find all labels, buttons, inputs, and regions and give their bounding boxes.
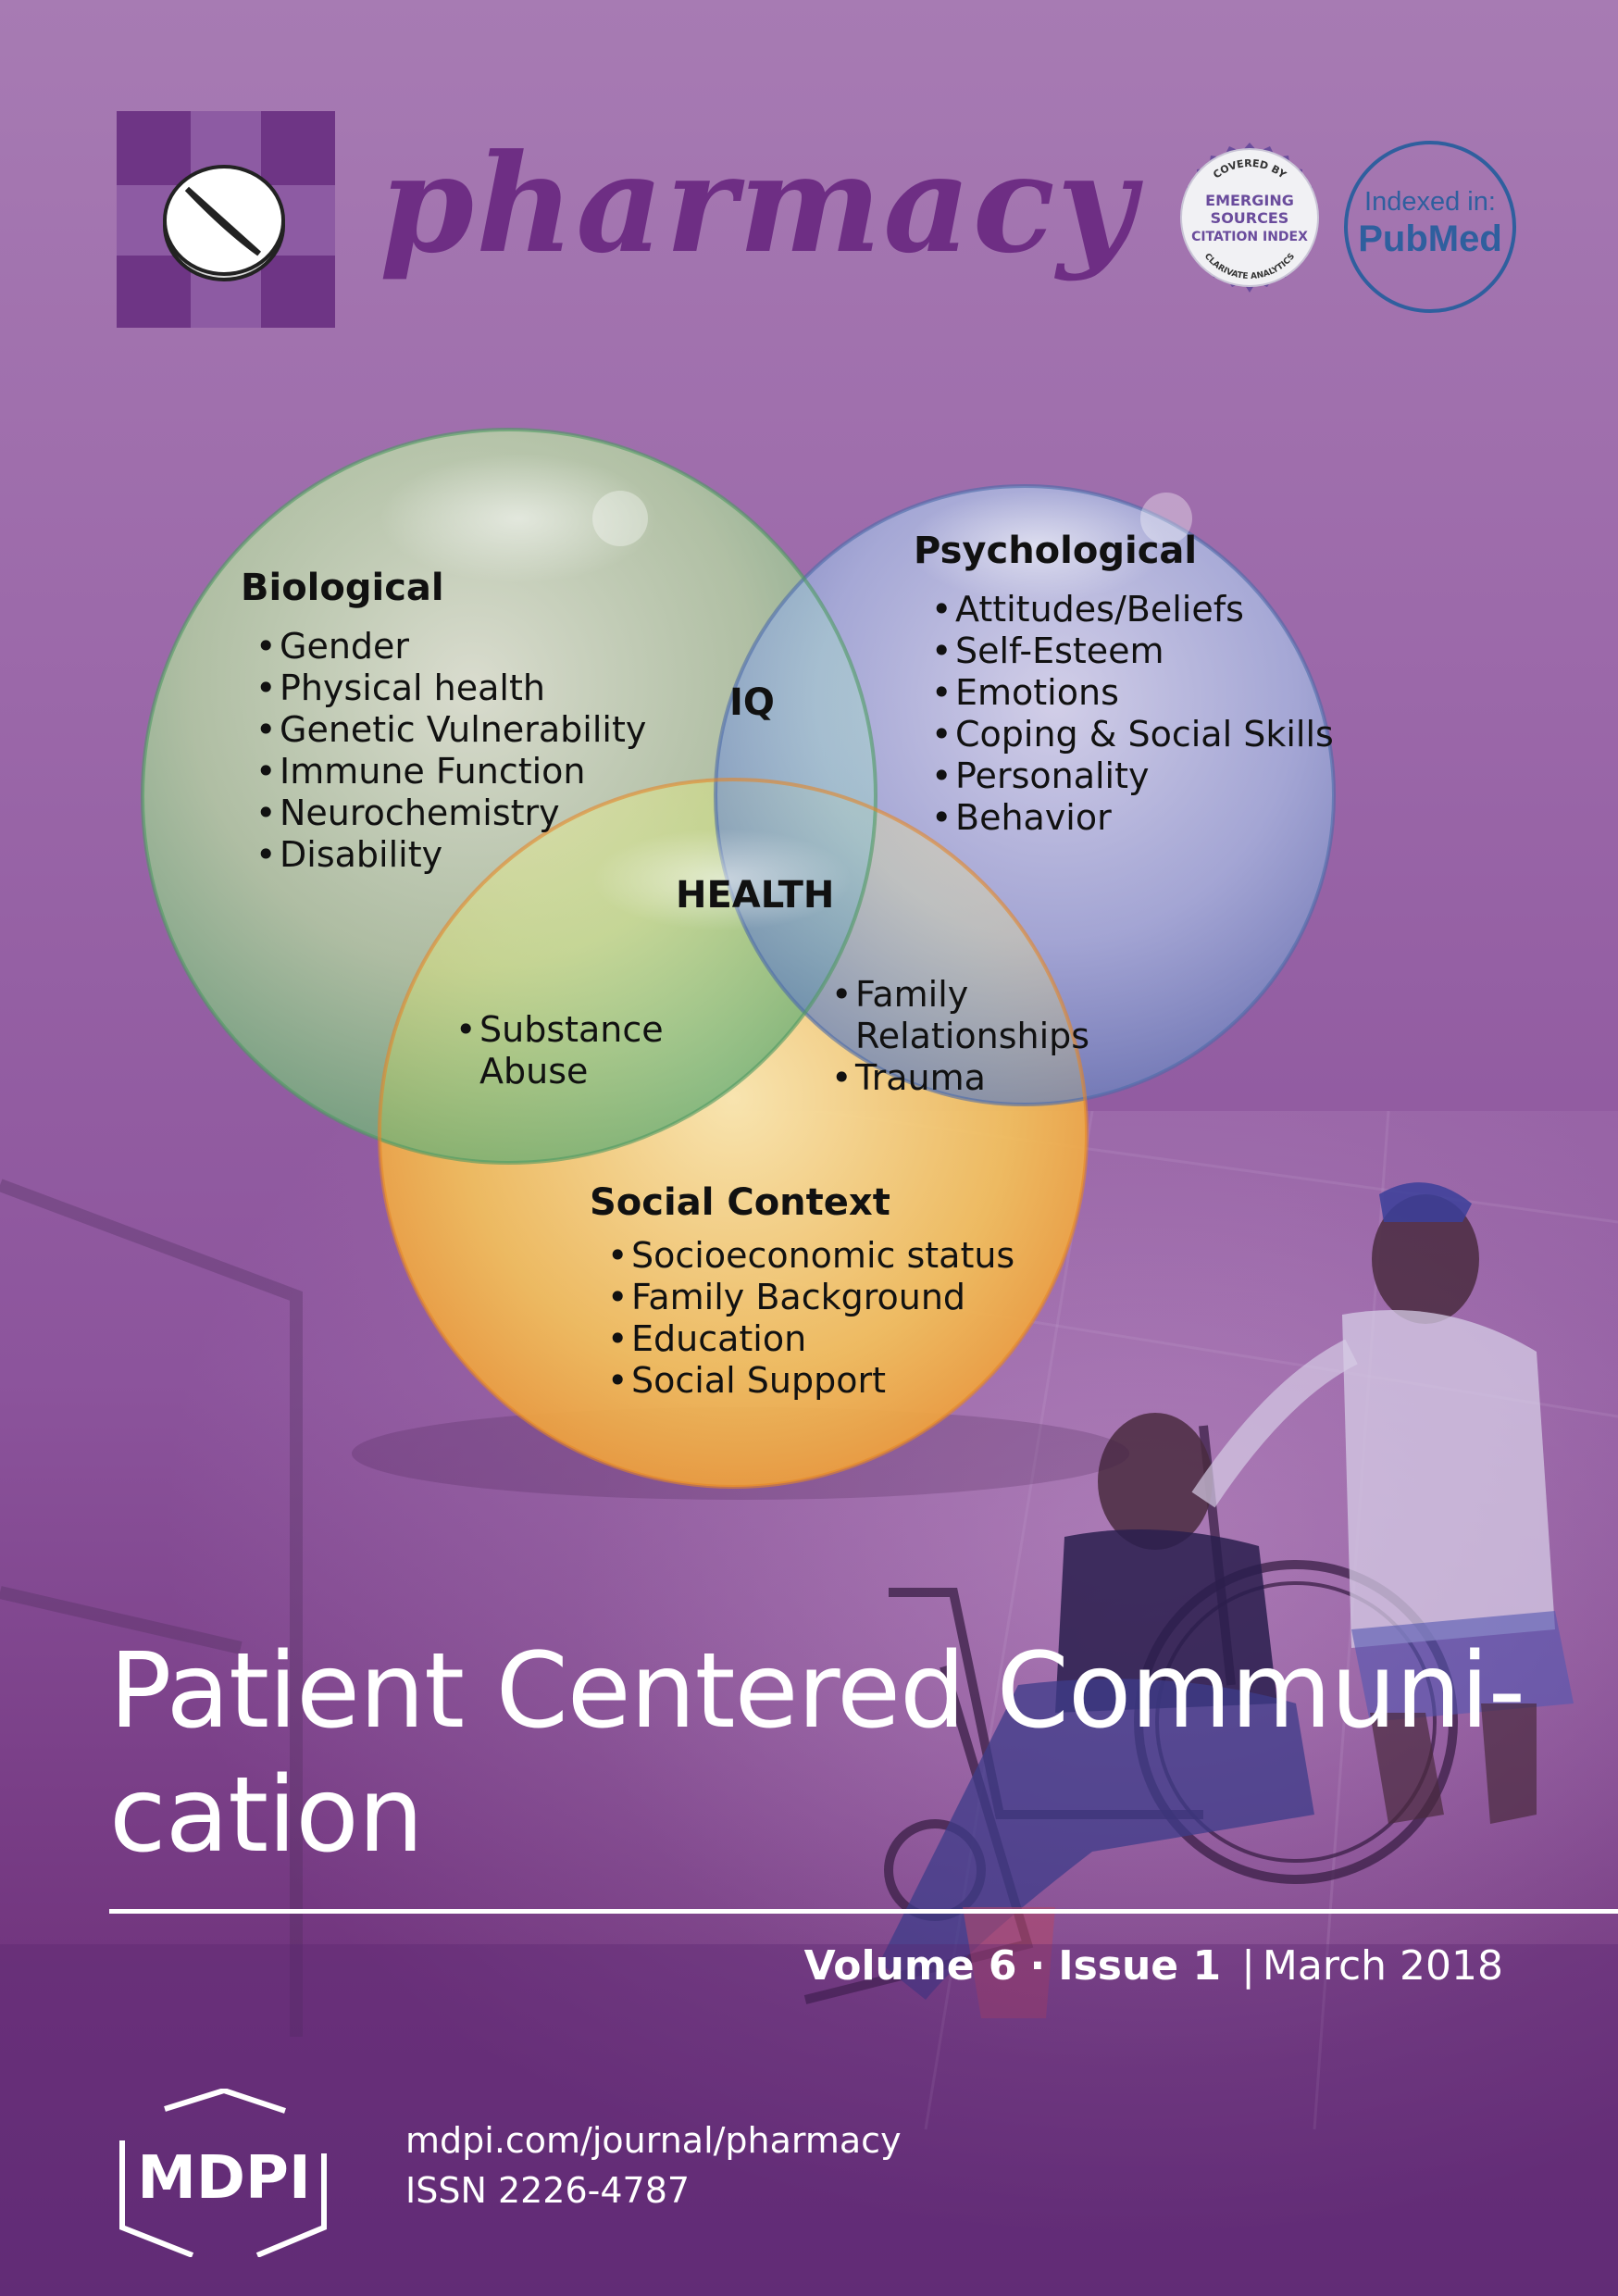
list-item: Coping & Social Skills	[927, 714, 1334, 755]
esci-line-1: EMERGING	[1205, 192, 1294, 209]
patient-figure	[879, 1413, 1314, 2018]
doorway	[0, 1179, 303, 2037]
issue-date: March 2018	[1262, 1942, 1503, 1990]
esci-line-2: SOURCES	[1211, 209, 1289, 227]
issue-title-line-2: cation	[109, 1755, 424, 1876]
esci-badge: COVERED BY EMERGING SOURCES CITATION IND…	[1180, 143, 1319, 293]
list-item: Self-Esteem	[927, 630, 1334, 672]
pill-cross-icon	[163, 165, 285, 281]
list-item: Gender	[252, 626, 646, 668]
psychological-heading: Psychological	[914, 530, 1198, 572]
issue-dot: ·	[1029, 1942, 1046, 1990]
list-item: Family Background	[604, 1277, 1014, 1318]
issue-title-line-1: Patient Centered Communi-	[109, 1631, 1525, 1752]
biological-heading: Biological	[241, 567, 444, 609]
issue-info: Volume 6 · Issue 1 |March 2018	[804, 1942, 1503, 1990]
mdpi-hexagon-icon: MDPI	[119, 2089, 327, 2257]
list-item: Disability	[252, 834, 646, 876]
list-item: Neurochemistry	[252, 792, 646, 834]
journal-name: pharmacy	[380, 125, 1138, 283]
nurse-figure	[1191, 1182, 1574, 1824]
list-item: Social Support	[604, 1360, 1014, 1402]
issn: ISSN 2226-4787	[405, 2170, 691, 2211]
mdpi-logo-text: MDPI	[137, 2144, 311, 2213]
journal-logo	[117, 111, 335, 328]
journal-url: mdpi.com/journal/pharmacy	[405, 2120, 902, 2161]
list-item: Genetic Vulnerability	[252, 709, 646, 751]
social-context-list: Socioeconomic status Family Background E…	[604, 1235, 1014, 1402]
title-divider	[109, 1909, 1618, 1914]
iq-label: IQ	[729, 681, 775, 724]
pubmed-indexed-text: Indexed in:	[1364, 187, 1496, 217]
list-item: Attitudes/Beliefs	[927, 589, 1334, 630]
health-label: HEALTH	[676, 874, 835, 917]
issue-separator: |	[1241, 1942, 1255, 1990]
biological-list: Gender Physical health Genetic Vulnerabi…	[252, 626, 646, 876]
list-item: Education	[604, 1318, 1014, 1360]
list-item: Trauma	[828, 1057, 1096, 1099]
list-item: Family Relationships	[828, 974, 1096, 1057]
pubmed-badge: Indexed in: PubMed	[1344, 141, 1516, 313]
substance-abuse-list: Substance Abuse	[452, 1009, 683, 1092]
social-context-heading: Social Context	[590, 1181, 890, 1224]
volume-label: Volume 6	[803, 1942, 1017, 1990]
family-trauma-list: Family Relationships Trauma	[828, 974, 1096, 1099]
list-item: Physical health	[252, 668, 646, 709]
psychological-list: Attitudes/Beliefs Self-Esteem Emotions C…	[927, 589, 1334, 839]
issue-label: Issue 1	[1058, 1942, 1222, 1990]
list-item: Substance Abuse	[452, 1009, 683, 1092]
pubmed-logo-text: PubMed	[1358, 218, 1502, 259]
list-item: Immune Function	[252, 751, 646, 792]
list-item: Behavior	[927, 797, 1334, 839]
issue-title: Patient Centered Communi- cation	[109, 1629, 1553, 1878]
list-item: Socioeconomic status	[604, 1235, 1014, 1277]
list-item: Emotions	[927, 672, 1334, 714]
list-item: Personality	[927, 755, 1334, 797]
esci-line-3: CITATION INDEX	[1191, 230, 1308, 244]
